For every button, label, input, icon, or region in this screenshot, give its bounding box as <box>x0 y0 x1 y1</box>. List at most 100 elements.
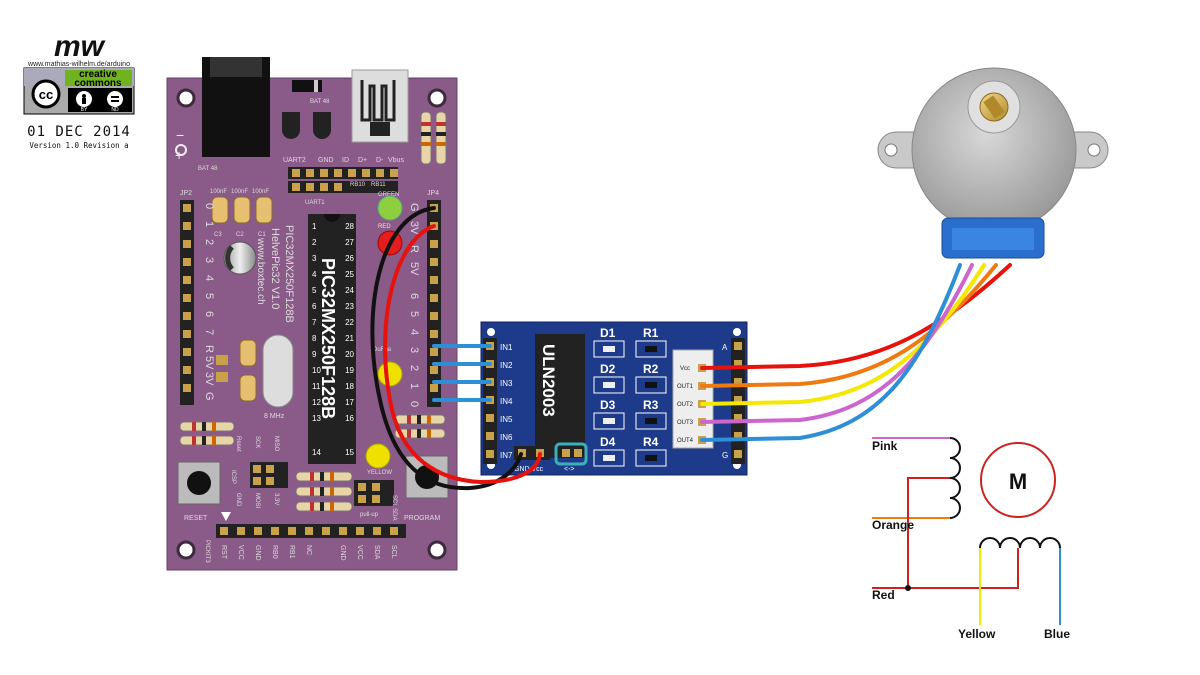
svg-text:JP4: JP4 <box>427 190 439 197</box>
svg-text:D3: D3 <box>600 398 616 412</box>
uln-output-labels: Vcc OUT1 OUT2 OUT3 OUT4 <box>677 366 694 444</box>
svg-text:PROGRAM: PROGRAM <box>404 515 440 522</box>
svg-text:www.boxtec.ch: www.boxtec.ch <box>255 237 266 305</box>
svg-text:15: 15 <box>345 448 354 457</box>
svg-text:VCC: VCC <box>237 545 244 560</box>
svg-text:21: 21 <box>345 334 354 343</box>
svg-text:3: 3 <box>312 254 317 263</box>
svg-text:9: 9 <box>312 350 317 359</box>
resistors-left <box>179 421 235 446</box>
motor-connector <box>672 349 714 449</box>
svg-text:YELLOW: YELLOW <box>367 470 392 476</box>
coil-1 <box>949 437 961 519</box>
svg-text:SCK: SCK <box>254 436 260 448</box>
svg-text:R1: R1 <box>643 326 659 340</box>
logo-version: Version 1.0 Revision a <box>29 141 128 150</box>
svg-text:G: G <box>203 392 215 401</box>
svg-text:26: 26 <box>345 254 354 263</box>
svg-text:SCL: SCL <box>390 545 397 559</box>
svg-text:OUT2: OUT2 <box>677 402 694 408</box>
logo-url: www.mathias-wilhelm.de/arduino <box>27 61 130 68</box>
svg-text:2: 2 <box>312 238 317 247</box>
svg-text:C2: C2 <box>236 232 244 238</box>
chip-pin-numbers-right: 28 27 26 25 24 23 22 21 20 19 18 17 16 1… <box>345 222 354 457</box>
svg-text:6: 6 <box>203 311 215 317</box>
svg-text:SDA: SDA <box>373 545 380 560</box>
svg-text:PIC32MX250F128B: PIC32MX250F128B <box>283 225 295 323</box>
uln-resistors <box>635 340 667 467</box>
svg-text:7: 7 <box>312 318 317 327</box>
logo: mw www.mathias-wilhelm.de/arduino cc cre… <box>23 30 135 150</box>
uln-resistor-labels: R1 R2 R3 R4 <box>643 326 659 449</box>
svg-text:RB0: RB0 <box>271 545 278 559</box>
label-blue: Blue <box>1044 627 1070 641</box>
crystal <box>262 334 294 408</box>
svg-text:MISO: MISO <box>273 436 279 452</box>
chip-label: PIC32MX250F128B <box>318 258 338 419</box>
svg-text:4: 4 <box>203 275 215 281</box>
svg-text:IN4: IN4 <box>500 397 513 406</box>
svg-text:3.3V: 3.3V <box>273 493 279 505</box>
svg-text:BAT 48: BAT 48 <box>310 99 330 105</box>
nd-icon <box>107 91 123 107</box>
svg-text:100nF: 100nF <box>231 189 248 195</box>
yellow-led <box>377 361 403 387</box>
svg-text:27: 27 <box>345 238 354 247</box>
svg-text:HelvePic32 V1.0: HelvePic32 V1.0 <box>269 228 281 309</box>
svg-text:JP2: JP2 <box>180 190 192 197</box>
uln-led-labels: D1 D2 D3 D4 <box>600 326 616 449</box>
svg-text:13: 13 <box>312 414 321 423</box>
svg-text:23: 23 <box>345 302 354 311</box>
svg-text:ID: ID <box>342 157 349 164</box>
svg-text:Reset: Reset <box>235 436 241 452</box>
uln-chip-label: ULN2003 <box>539 344 558 417</box>
svg-text:0: 0 <box>203 203 215 209</box>
svg-text:1: 1 <box>203 221 215 227</box>
svg-text:NC: NC <box>305 545 312 555</box>
svg-text:BY: BY <box>81 107 88 113</box>
cc-icon <box>31 79 61 109</box>
svg-text:4: 4 <box>312 270 317 279</box>
motor-symbol <box>980 442 1056 518</box>
motor-schematic: M Pink Orange Red Yellow Blue <box>872 437 1070 641</box>
svg-text:D4: D4 <box>600 435 616 449</box>
svg-text:8: 8 <box>312 334 317 343</box>
svg-text:D2: D2 <box>600 362 616 376</box>
regulator-1 <box>282 112 300 139</box>
motor-blue-wire <box>700 263 962 442</box>
svg-text:20: 20 <box>345 350 354 359</box>
label-orange: Orange <box>872 518 914 532</box>
right-pin-header <box>427 200 441 407</box>
svg-text:100nF: 100nF <box>252 189 269 195</box>
svg-text:12: 12 <box>312 398 321 407</box>
svg-text:C3: C3 <box>214 232 222 238</box>
svg-text:UART2: UART2 <box>283 157 306 164</box>
regulator-2 <box>313 112 331 139</box>
svg-text:UART1: UART1 <box>305 200 325 206</box>
svg-text:IN7: IN7 <box>500 451 513 460</box>
svg-text:5V: 5V <box>408 262 420 276</box>
svg-text:BAT 48: BAT 48 <box>198 166 218 172</box>
uln-input-labels: IN1 IN2 IN3 IN4 IN5 IN6 IN7 <box>500 343 513 460</box>
svg-text:RED: RED <box>378 224 391 230</box>
svg-text:5: 5 <box>408 311 420 317</box>
svg-text:16: 16 <box>345 414 354 423</box>
resistors-bottom <box>295 471 353 512</box>
svg-text:G: G <box>722 451 728 460</box>
motor-pink-wire <box>700 263 974 424</box>
svg-text:G: G <box>408 203 420 212</box>
label-red: Red <box>872 588 895 602</box>
svg-text:IN2: IN2 <box>500 361 513 370</box>
svg-text:5: 5 <box>203 293 215 299</box>
svg-text:3: 3 <box>408 347 420 353</box>
resistors-top-right <box>420 111 447 165</box>
svg-text:2: 2 <box>408 365 420 371</box>
right-pin-labels: G 3V R 5V 6 5 4 3 2 1 0 <box>408 203 420 407</box>
left-pin-header <box>180 200 194 405</box>
yellow-led-2 <box>365 443 391 469</box>
reset-button[interactable] <box>177 461 221 505</box>
green-led <box>377 195 403 221</box>
svg-text:R3: R3 <box>643 398 659 412</box>
svg-text:VCC: VCC <box>356 545 363 560</box>
svg-text:28: 28 <box>345 222 354 231</box>
